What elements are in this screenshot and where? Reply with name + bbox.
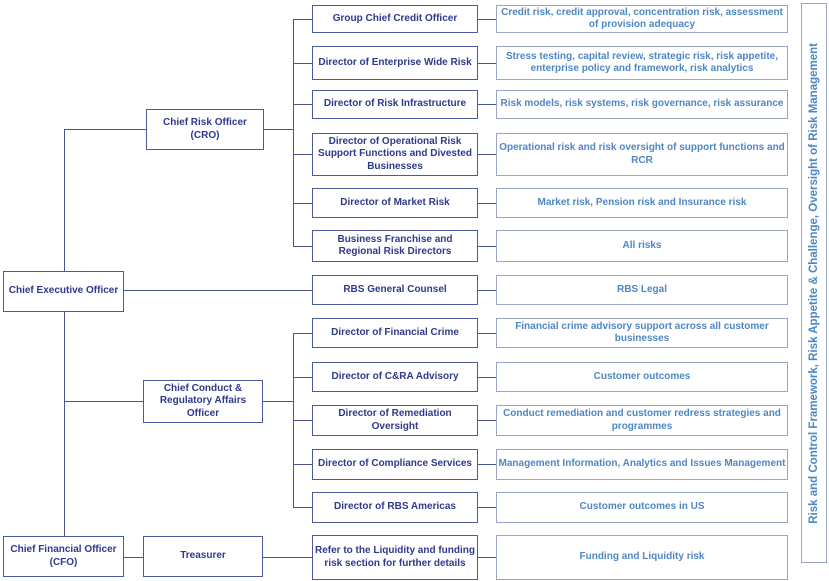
title-label: Group Chief Credit Officer — [332, 12, 458, 24]
org-node-description: Customer outcomes — [496, 362, 788, 392]
description-label: Funding and Liquidity risk — [579, 551, 705, 563]
connector-line — [64, 401, 143, 402]
title-label: Director of Operational Risk Support Fun… — [318, 136, 472, 172]
connector-line — [293, 203, 312, 204]
connector-line — [64, 129, 65, 271]
org-node-title: Business Franchise and Regional Risk Dir… — [312, 230, 478, 262]
org-node-description: Stress testing, capital review, strategi… — [496, 46, 788, 80]
org-node-title: Director of Remediation Oversight — [312, 405, 478, 436]
connector-line — [64, 129, 146, 130]
connector-line — [478, 464, 496, 465]
cfo-label: Chief Financial Officer (CFO) — [10, 544, 117, 568]
org-node-description: Credit risk, credit approval, concentrat… — [496, 5, 788, 33]
description-label: RBS Legal — [616, 283, 667, 295]
org-node-description: Operational risk and risk oversight of s… — [496, 133, 788, 176]
org-node-cfo: Chief Financial Officer (CFO) — [3, 536, 124, 577]
description-label: Stress testing, capital review, strategi… — [506, 50, 778, 74]
connector-line — [478, 333, 496, 334]
connector-line — [478, 420, 496, 421]
title-label: Business Franchise and Regional Risk Dir… — [337, 233, 453, 257]
org-node-title: Director of Risk Infrastructure — [312, 90, 478, 119]
description-label: Credit risk, credit approval, concentrat… — [501, 6, 783, 30]
side-banner: Risk and Control Framework, Risk Appetit… — [801, 3, 827, 563]
org-node-title: Director of Financial Crime — [312, 318, 478, 348]
org-node-title: Director of C&RA Advisory — [312, 362, 478, 392]
org-node-description: Conduct remediation and customer redress… — [496, 405, 788, 436]
connector-line — [293, 246, 312, 247]
connector-line — [478, 104, 496, 105]
org-node-description: Market risk, Pension risk and Insurance … — [496, 188, 788, 218]
org-node-title: Director of Operational Risk Support Fun… — [312, 133, 478, 176]
title-label: Director of Risk Infrastructure — [323, 98, 467, 110]
org-node-description: Funding and Liquidity risk — [496, 535, 788, 580]
org-node-description: Customer outcomes in US — [496, 492, 788, 523]
org-node-title: Refer to the Liquidity and funding risk … — [312, 535, 478, 580]
org-node-treasurer: Treasurer — [143, 536, 263, 577]
connector-line — [293, 104, 312, 105]
title-label: Director of Enterprise Wide Risk — [318, 56, 472, 68]
connector-line — [293, 377, 312, 378]
description-label: Financial crime advisory support across … — [515, 320, 769, 344]
org-node-description: Management Information, Analytics and Is… — [496, 449, 788, 480]
org-node-conduct: Chief Conduct & Regulatory Affairs Offic… — [143, 380, 263, 423]
connector-line — [124, 557, 143, 558]
connector-line — [293, 19, 294, 246]
title-label: Director of Market Risk — [340, 196, 450, 208]
description-label: Risk models, risk systems, risk governan… — [500, 98, 784, 110]
connector-line — [478, 290, 496, 291]
org-node-title: Director of Market Risk — [312, 188, 478, 218]
connector-line — [64, 312, 65, 536]
connector-line — [478, 63, 496, 64]
title-label: Director of Financial Crime — [331, 326, 459, 338]
org-node-title: Director of Compliance Services — [312, 449, 478, 480]
description-label: Customer outcomes — [593, 370, 691, 382]
connector-line — [478, 203, 496, 204]
connector-line — [124, 290, 312, 291]
org-node-description: Risk models, risk systems, risk governan… — [496, 90, 788, 119]
connector-line — [293, 464, 312, 465]
connector-line — [263, 557, 312, 558]
connector-line — [478, 557, 496, 558]
connector-line — [478, 154, 496, 155]
description-label: Market risk, Pension risk and Insurance … — [537, 196, 747, 208]
description-label: Conduct remediation and customer redress… — [503, 408, 781, 432]
org-node-cro: Chief Risk Officer (CRO) — [146, 109, 264, 150]
connector-line — [293, 420, 312, 421]
connector-line — [293, 154, 312, 155]
connector-line — [293, 19, 312, 20]
ceo-label: Chief Executive Officer — [8, 285, 119, 297]
description-label: Customer outcomes in US — [579, 501, 705, 513]
cro-label: Chief Risk Officer (CRO) — [163, 117, 247, 141]
conduct-label: Chief Conduct & Regulatory Affairs Offic… — [159, 383, 247, 419]
connector-line — [293, 507, 312, 508]
connector-line — [478, 19, 496, 20]
connector-line — [264, 129, 293, 130]
org-node-description: RBS Legal — [496, 275, 788, 305]
title-label: Director of RBS Americas — [334, 501, 456, 513]
title-label: Director of Compliance Services — [318, 458, 472, 470]
connector-line — [478, 246, 496, 247]
description-label: Management Information, Analytics and Is… — [498, 458, 786, 470]
side-banner-label: Risk and Control Framework, Risk Appetit… — [808, 42, 820, 524]
connector-line — [478, 507, 496, 508]
org-node-title: Director of RBS Americas — [312, 492, 478, 523]
title-label: RBS General Counsel — [343, 283, 447, 295]
connector-line — [263, 401, 293, 402]
org-node-ceo: Chief Executive Officer — [3, 271, 124, 312]
title-label: Director of C&RA Advisory — [331, 370, 459, 382]
connector-line — [293, 333, 312, 334]
org-node-title: Group Chief Credit Officer — [312, 5, 478, 33]
title-label: Refer to the Liquidity and funding risk … — [315, 545, 475, 569]
description-label: Operational risk and risk oversight of s… — [499, 142, 785, 166]
connector-line — [293, 63, 312, 64]
org-node-title: RBS General Counsel — [312, 275, 478, 305]
description-label: All risks — [622, 239, 662, 251]
connector-line — [478, 377, 496, 378]
treasurer-label: Treasurer — [180, 550, 226, 562]
title-label: Director of Remediation Oversight — [338, 408, 452, 432]
org-node-description: All risks — [496, 230, 788, 262]
org-node-description: Financial crime advisory support across … — [496, 318, 788, 348]
org-node-title: Director of Enterprise Wide Risk — [312, 46, 478, 80]
